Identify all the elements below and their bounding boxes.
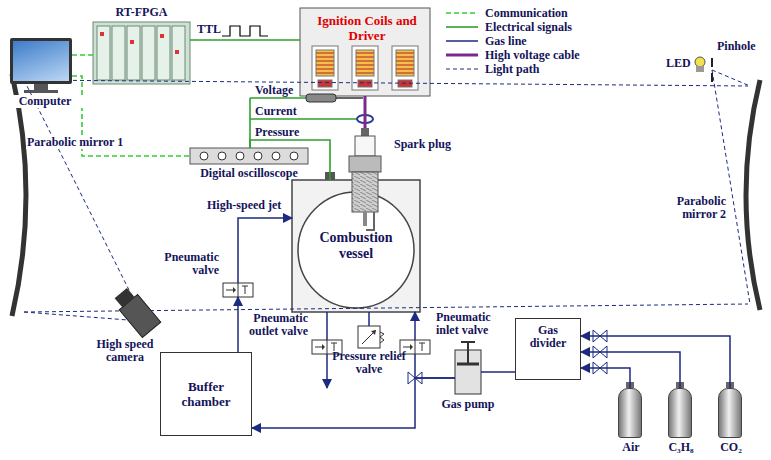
node-label: Gas pump (438, 398, 498, 411)
connector (190, 39, 300, 41)
gas-cylinder: Air (618, 388, 642, 438)
buffer-chamber: Buffer chamber (160, 352, 252, 436)
connector (581, 336, 730, 388)
node-label: Pneumatic outlet valve (238, 312, 308, 338)
legend-sample (445, 36, 479, 46)
gas-cylinder: CO₂ (718, 388, 742, 438)
legend-row: High voltage cable (445, 48, 580, 62)
connector (481, 371, 515, 373)
parabolic-mirror: Parabolic mirror 1 (8, 76, 30, 314)
node-label: Ignition Coils and Driver (305, 13, 429, 43)
signal-label: Pinhole (716, 40, 757, 53)
legend-line (446, 69, 478, 70)
computer-monitor: Computer (10, 38, 72, 84)
node-label: Buffer chamber (166, 379, 246, 409)
fpga-rack: RT-FPGA (93, 22, 190, 84)
parabolic-mirror: Parabolic mirror 2 (740, 82, 762, 306)
node-label: Pneumatic inlet valve (436, 311, 508, 337)
connector (368, 312, 370, 326)
legend-line (446, 12, 478, 14)
gas-cylinder: C₃H₈ (668, 388, 692, 438)
connector-label: Pressure (254, 126, 300, 139)
connector (414, 312, 416, 340)
connector (72, 54, 93, 56)
high-speed-camera: High speed camera (118, 296, 162, 336)
node-label: C₃H₈ (656, 441, 706, 454)
valve-symbol: Pneumatic inlet valve (400, 340, 430, 354)
node-label: Parabolic mirror 2 (655, 195, 727, 221)
legend: CommunicationElectrical signalsGas lineH… (445, 6, 580, 76)
node-label: Pneumatic valve (155, 251, 219, 277)
led: LED (694, 56, 706, 72)
oscilloscope: Digital oscilloscope (190, 148, 308, 164)
connector (364, 96, 367, 128)
legend-row: Electrical signals (445, 20, 580, 34)
spark-plug: Spark plug (342, 128, 388, 188)
connector (581, 368, 630, 388)
connector-label: High-speed jet (206, 199, 282, 212)
node-label: Pressure relief valve (328, 350, 410, 376)
legend-row: Communication (445, 6, 580, 20)
node-label: LED (666, 57, 691, 70)
legend-text: High voltage cable (485, 49, 580, 62)
connector (238, 218, 292, 283)
node-label: RT-FPGA (93, 6, 190, 19)
signal-label: Voltage (254, 84, 294, 97)
valve-symbol: Pneumatic valve (223, 283, 253, 297)
node-label: Digital oscilloscope (190, 167, 308, 180)
legend-text: Electrical signals (485, 21, 572, 34)
node-label: Gas divider (520, 324, 576, 350)
legend-line (446, 54, 478, 57)
node-label: High speed camera (80, 338, 170, 364)
gas-pump: Gas pump (455, 350, 481, 394)
legend-sample (445, 50, 479, 60)
connector (237, 297, 239, 352)
gas-divider: Gas divider (515, 318, 581, 380)
signal-label: Current (254, 105, 298, 118)
legend-sample (445, 22, 479, 32)
legend-text: Light path (485, 63, 539, 76)
connector-label: TTL (196, 23, 222, 36)
connector (581, 352, 680, 388)
legend-sample (445, 64, 479, 74)
node-label: Parabolic mirror 1 (26, 136, 124, 149)
legend-text: Gas line (485, 35, 527, 48)
node-label: Combustion vessel (311, 230, 401, 262)
legend-line (446, 26, 478, 28)
ignition-box: Ignition Coils and Driver (300, 8, 434, 96)
connector (326, 312, 328, 340)
legend-text: Communication (485, 7, 568, 20)
combustion-vessel: Combustion vessel (292, 180, 420, 312)
legend-row: Light path (445, 62, 580, 76)
legend-row: Gas line (445, 34, 580, 48)
legend-line (446, 40, 478, 42)
node-label: Computer (5, 95, 85, 108)
connector (415, 354, 455, 378)
connector (252, 378, 455, 428)
node-label: Air (606, 441, 656, 454)
relief-valve: Pressure relief valve (358, 326, 380, 348)
node-label: CO₂ (706, 441, 756, 454)
node-label: Spark plug (394, 138, 451, 151)
legend-sample (445, 8, 479, 18)
